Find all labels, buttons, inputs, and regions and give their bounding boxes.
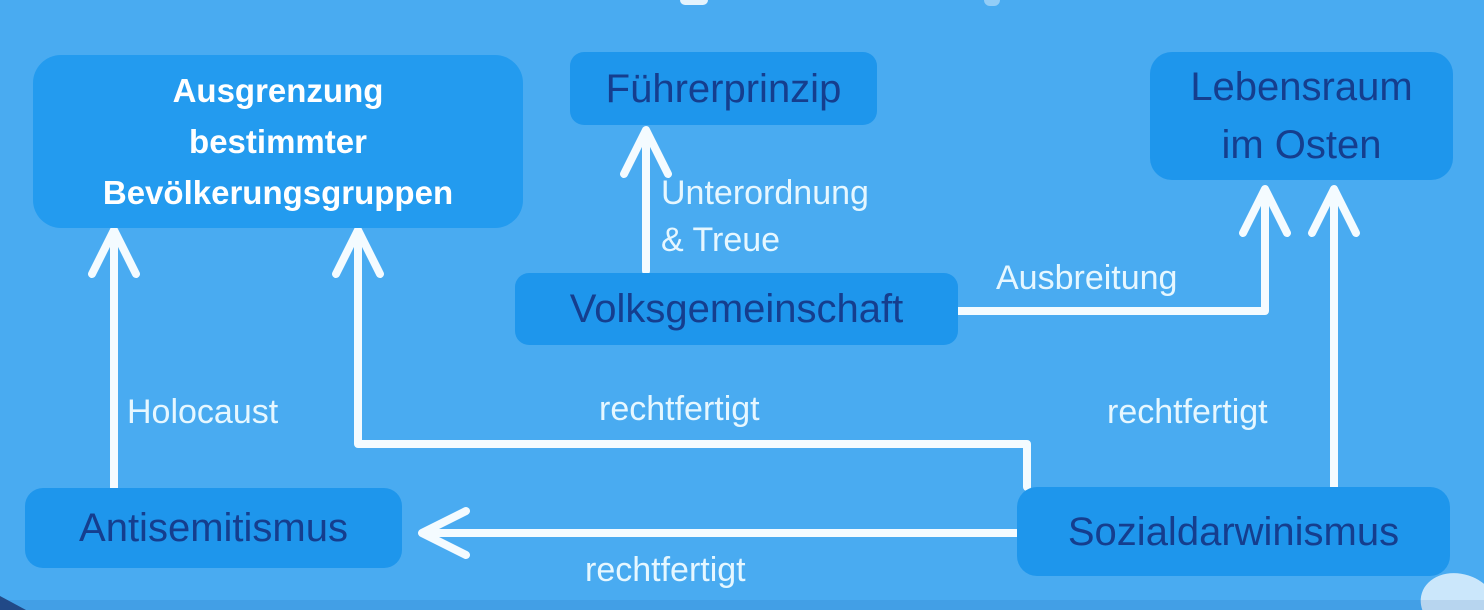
node-lebensraum-label: Lebensraum im Osten [1190,65,1413,167]
node-antisemitismus: Antisemitismus [25,488,402,568]
node-sozialdarwinismus-label: Sozialdarwinismus [1067,509,1400,554]
node-sozialdarwinismus: Sozialdarwinismus [1017,487,1450,576]
edge-label-rechtfertigt-bottom: rechtfertigt [585,551,746,589]
edge-label-ausbreitung: Ausbreitung [996,259,1178,297]
edge-label-rechtfertigt-right: rechtfertigt [1107,393,1268,431]
arrow-rechtfertigt-right [1308,185,1360,491]
arrow-rechtfertigt-bottom [418,507,1021,559]
node-fuehrerprinzip: Führerprinzip [570,52,877,125]
node-volksgemeinschaft: Volksgemeinschaft [515,273,958,345]
arrow-rechtfertigt-center [332,226,1031,491]
node-fuehrerprinzip-label: Führerprinzip [605,66,842,111]
node-ausgrenzung-label: Ausgrenzung bestimmter Bevölkerungsgrupp… [102,71,454,212]
cropped-title-remnant [984,0,1000,6]
bottom-edge-shade [0,600,1484,610]
edge-label-holocaust: Holocaust [127,393,279,431]
node-volksgemeinschaft-label: Volksgemeinschaft [569,287,904,331]
cropped-title-remnant [680,0,708,5]
arrow-ausbreitung [954,185,1291,315]
arrow-holocaust [88,226,140,494]
node-ausgrenzung: Ausgrenzung bestimmter Bevölkerungsgrupp… [33,55,523,228]
node-lebensraum: Lebensraum im Osten [1150,52,1453,180]
node-antisemitismus-label: Antisemitismus [79,506,348,550]
edge-label-unterordnung-treue: Unterordnung & Treue [661,174,869,259]
edge-label-rechtfertigt-center: rechtfertigt [599,390,760,428]
arrow-unterordnung [620,126,672,275]
